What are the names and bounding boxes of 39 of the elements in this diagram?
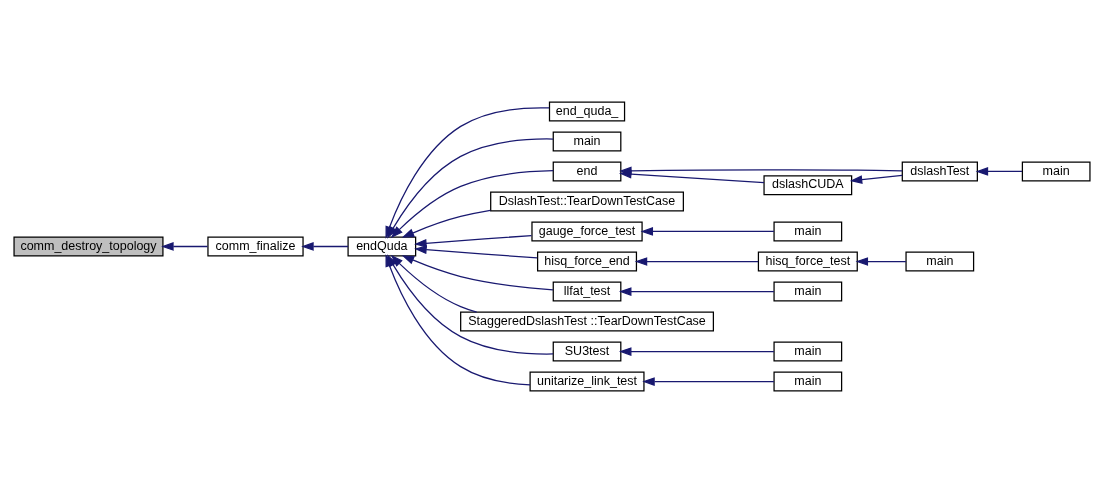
node-box: comm_destroy_topology xyxy=(13,236,164,257)
arrow xyxy=(855,257,907,266)
arrow xyxy=(401,255,554,291)
node-box: llfat_test xyxy=(552,281,622,302)
node-box: hisq_force_end xyxy=(537,251,638,272)
arrow xyxy=(618,347,775,356)
node-box: main xyxy=(905,251,975,272)
node-box: DslashTest::TearDownTestCase xyxy=(490,191,684,212)
node-box: main xyxy=(552,131,622,152)
node-box: SU3test xyxy=(552,341,622,362)
arrow xyxy=(642,377,775,386)
node-box: comm_finalize xyxy=(207,236,304,257)
node-box: unitarize_link_test xyxy=(529,371,645,392)
arrow xyxy=(618,287,775,296)
arrow xyxy=(414,245,538,259)
arrow xyxy=(301,242,349,251)
node-box: main xyxy=(773,341,843,362)
arrow xyxy=(414,234,533,248)
node-box: main xyxy=(773,371,843,392)
node-box: hisq_force_test xyxy=(757,251,858,272)
arrow xyxy=(975,167,1023,176)
node-box: main xyxy=(773,221,843,242)
node-box: end xyxy=(552,161,622,182)
arrow xyxy=(401,209,491,238)
node-box: dslashCUDA xyxy=(763,175,853,196)
arrow xyxy=(390,254,478,313)
node-box: end_quda_ xyxy=(548,101,626,122)
arrow xyxy=(619,166,903,176)
node-box: main xyxy=(1021,161,1091,182)
node-box: dslashTest xyxy=(901,161,978,182)
arrow xyxy=(849,174,903,184)
arrow xyxy=(634,257,759,266)
arrow xyxy=(390,170,554,239)
node-box: main xyxy=(773,281,843,302)
arrow xyxy=(161,242,209,251)
arrow xyxy=(640,227,775,236)
node-box: StaggeredDslashTest ::TearDownTestCase xyxy=(460,311,714,332)
node-box: gauge_force_test xyxy=(531,221,643,242)
node-box: endQuda xyxy=(347,236,417,257)
